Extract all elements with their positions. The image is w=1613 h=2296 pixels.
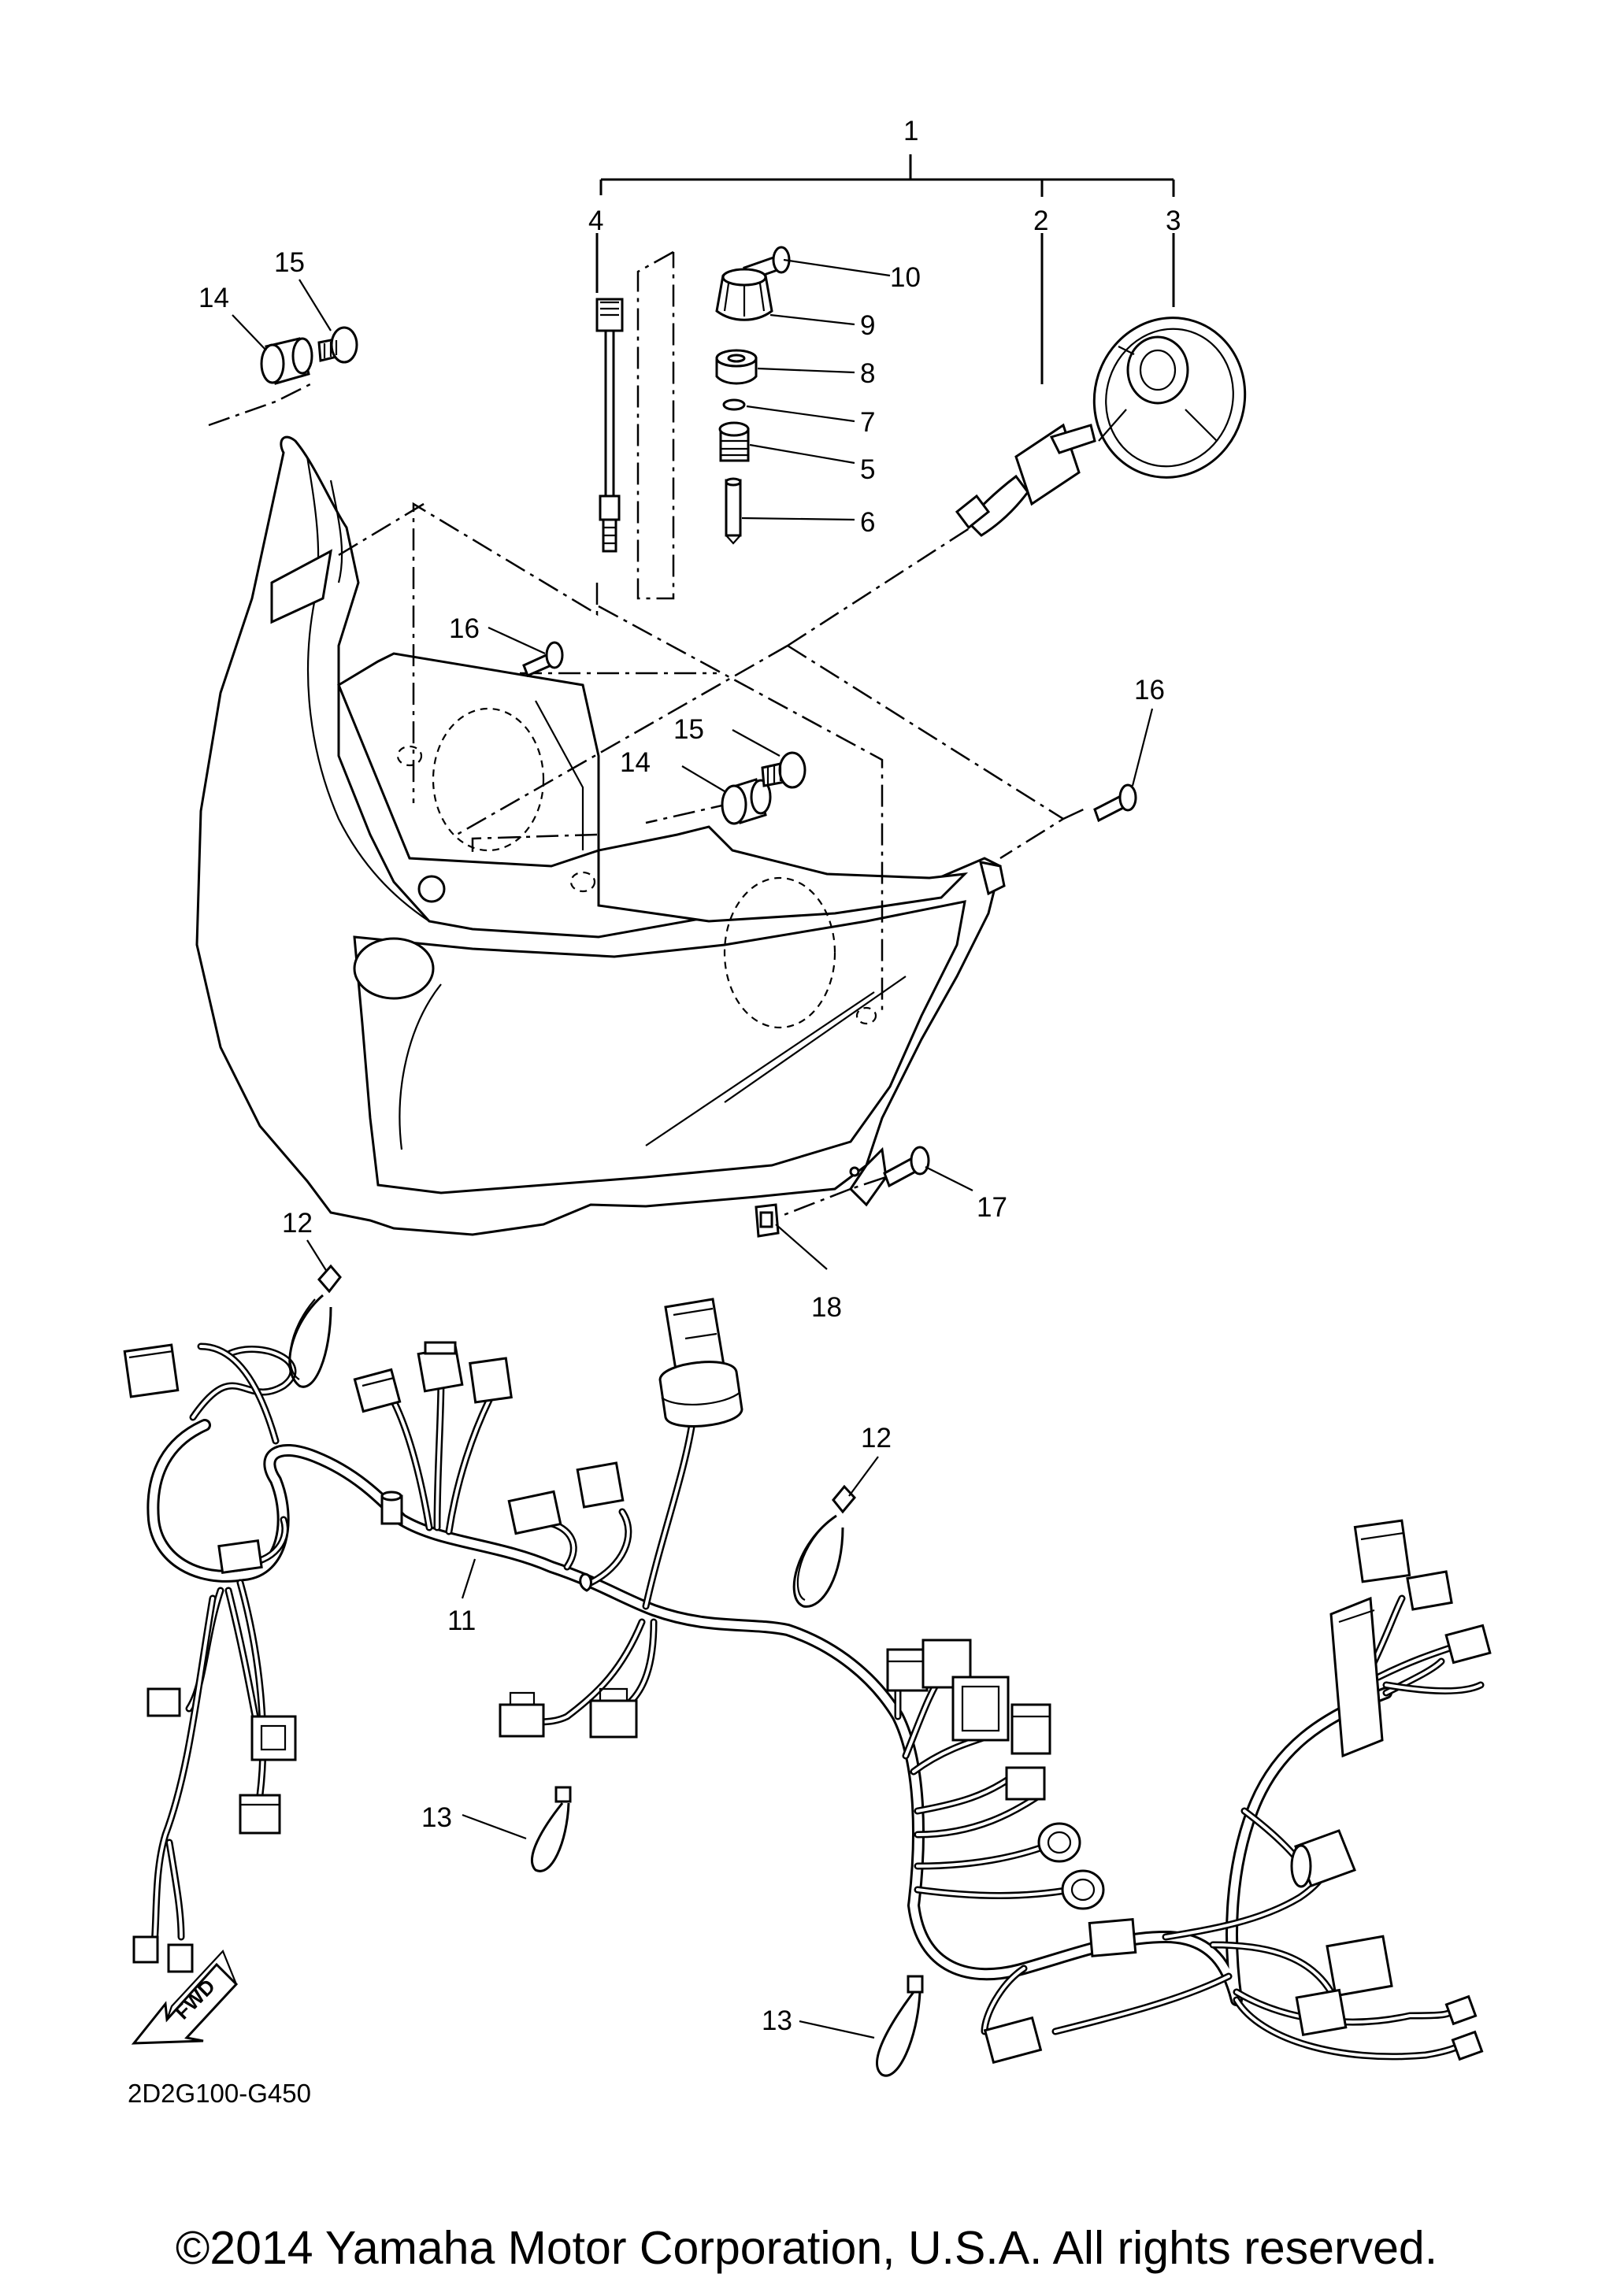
adjuster-knob-9	[715, 268, 773, 321]
callout-label: 12	[861, 1423, 892, 1454]
nut-clip-18	[755, 1203, 780, 1238]
connector	[589, 1687, 638, 1739]
socket-cover-3	[1092, 317, 1247, 479]
connector	[1010, 1703, 1051, 1755]
callout-label: 5	[860, 454, 875, 485]
nut-8	[715, 349, 758, 385]
callout-label: 14	[620, 747, 651, 778]
connector	[239, 1794, 281, 1835]
small-parts	[260, 246, 1247, 1238]
main-coupler	[658, 1298, 743, 1428]
connector	[353, 1368, 402, 1413]
screw-16-left	[522, 641, 564, 678]
callout-label: 17	[977, 1192, 1007, 1223]
relay-block	[1329, 1596, 1384, 1758]
connector	[886, 1648, 929, 1692]
bulb-2	[955, 423, 1096, 537]
callout-label: 13	[421, 1802, 452, 1833]
connector	[1005, 1766, 1046, 1801]
washer-7	[722, 398, 746, 411]
callout-labels: 1 2 3 4 5 6 7 8 9 10 11 12 12 13 13 14 1…	[198, 116, 1181, 2036]
callout-label: 11	[447, 1605, 476, 1636]
connector	[132, 1935, 159, 1964]
connector	[1088, 1918, 1137, 1957]
assembly-lines	[208, 250, 1089, 1218]
callout-label: 3	[1166, 206, 1181, 236]
callout-label: 15	[673, 714, 704, 745]
connector	[123, 1343, 180, 1398]
bolt-15-upper	[317, 326, 358, 364]
connector	[1290, 1829, 1356, 1888]
grommet-14-lower	[721, 778, 772, 825]
callout-label: 13	[762, 2005, 792, 2036]
connector	[983, 2016, 1043, 2065]
callout-label: 7	[860, 407, 875, 438]
connector	[499, 1691, 545, 1738]
callout-label: 15	[274, 247, 305, 278]
connector	[1353, 1519, 1411, 1583]
callout-1-bracket	[595, 154, 1175, 384]
adjuster-rod-4	[595, 298, 624, 553]
screw-17	[883, 1146, 930, 1188]
connector	[250, 1715, 297, 1761]
pin-6	[725, 477, 742, 545]
callout-label: 4	[588, 206, 603, 236]
callout-label: 14	[198, 283, 229, 313]
connector	[507, 1490, 562, 1535]
callout-label: 6	[860, 507, 875, 538]
connector	[1451, 2030, 1484, 2061]
callout-label: 16	[1134, 675, 1165, 705]
bolt-15-lower	[761, 751, 806, 789]
connector	[1406, 1570, 1453, 1611]
screw-16-right	[1093, 783, 1137, 823]
diagram-code: 2D2G100-G450	[128, 2079, 311, 2108]
connector	[576, 1461, 625, 1509]
connector	[951, 1676, 1010, 1742]
connector	[1061, 1869, 1105, 1910]
band-12-left	[288, 1264, 342, 1388]
callout-label: 9	[860, 310, 875, 341]
connector	[1444, 1624, 1492, 1665]
connector	[1037, 1822, 1081, 1863]
connector	[417, 1341, 464, 1393]
grommet-14-upper	[260, 337, 313, 385]
leader-lines	[232, 258, 1154, 2039]
callout-label: 1	[903, 116, 918, 146]
callout-label: 8	[860, 358, 875, 389]
adjuster-5	[718, 421, 750, 462]
bands	[288, 1264, 924, 2077]
callout-label: 2	[1033, 206, 1048, 236]
callout-label: 12	[282, 1208, 313, 1239]
connector	[217, 1539, 263, 1575]
harness-connectors	[123, 1298, 1492, 2065]
callout-label: 10	[890, 262, 921, 293]
callout-label: 18	[811, 1292, 842, 1323]
band-13-lower	[876, 1975, 924, 2077]
connector	[1295, 1988, 1348, 2037]
band-12-right	[792, 1484, 856, 1608]
headlight-housing	[195, 435, 1006, 1236]
connector	[469, 1357, 513, 1404]
connector	[167, 1943, 194, 1973]
connector	[1444, 1994, 1478, 2026]
connector	[1326, 1935, 1393, 1998]
wiring-harness-11	[146, 1342, 1485, 2061]
copyright-notice: ©2014 Yamaha Motor Corporation, U.S.A. A…	[176, 2222, 1437, 2274]
connector	[146, 1687, 181, 1717]
band-13-mid	[531, 1786, 572, 1872]
callout-label: 16	[449, 613, 480, 644]
